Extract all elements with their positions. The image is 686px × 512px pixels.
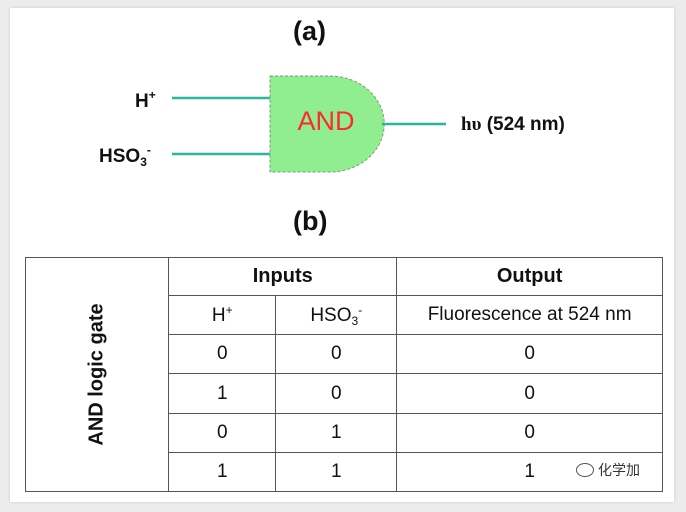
- cell-hso3: 0: [275, 373, 398, 414]
- cell-hso3: 0: [275, 334, 398, 375]
- panel-a-label: (a): [293, 16, 326, 46]
- cell-hso3: 1: [275, 451, 398, 493]
- cell-output: 0: [396, 334, 663, 375]
- cell-h: 1: [168, 373, 277, 414]
- cell-output: 0: [396, 412, 663, 453]
- side-label: AND logic gate: [85, 303, 108, 446]
- watermark-text: 化学加: [598, 462, 640, 478]
- truth-table: AND logic gate Inputs Output H+ HSO3- Fl…: [24, 256, 663, 493]
- panel-b-label: (b): [293, 206, 328, 236]
- input-label-h: H+: [135, 88, 156, 112]
- cell-hso3: 1: [275, 412, 398, 453]
- output-label: hυ (524 nm): [461, 114, 565, 135]
- and-gate-diagram: [172, 75, 446, 173]
- wechat-icon: [576, 463, 594, 477]
- watermark: 化学加: [576, 460, 640, 480]
- table-row: 0 0 0: [26, 334, 663, 375]
- table-row: 1 0 0: [26, 373, 663, 414]
- gate-label: AND: [297, 106, 355, 136]
- subheader-output: Fluorescence at 524 nm: [396, 295, 663, 336]
- table-row: 1 1 1: [26, 451, 663, 493]
- and-gate-shape: [269, 75, 385, 173]
- cell-h: 0: [168, 412, 277, 453]
- cell-output: 1: [396, 451, 663, 493]
- cell-h: 0: [168, 334, 277, 375]
- header-output: Output: [396, 256, 663, 297]
- header-inputs: Inputs: [168, 256, 398, 297]
- subheader-h: H+: [168, 295, 277, 336]
- subheader-hso3: HSO3-: [275, 295, 398, 336]
- side-label-cell: AND logic gate: [24, 257, 170, 492]
- input-label-hso3: HSO3-: [99, 143, 151, 169]
- cell-output: 0: [396, 373, 663, 414]
- cell-h: 1: [168, 451, 277, 493]
